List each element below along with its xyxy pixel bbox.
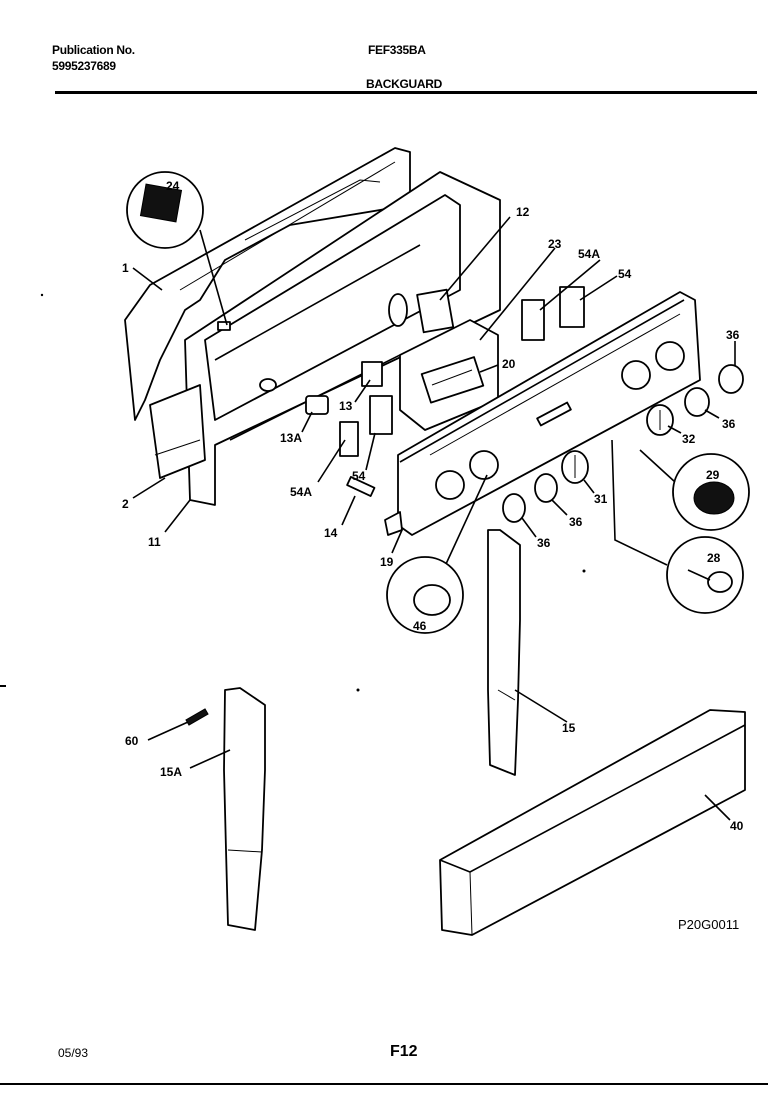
leader-lines [132, 216, 736, 821]
screw-60-part [185, 708, 209, 726]
callout-29: 29 [706, 468, 720, 482]
publication-label: Publication No. [52, 43, 135, 57]
side-bracket-part [149, 384, 206, 479]
right-margin [757, 0, 768, 1098]
switch-54-part [369, 286, 585, 435]
trim-40-part [439, 709, 746, 936]
knob-32-part [646, 404, 674, 436]
callout-54-low: 54 [352, 469, 366, 483]
switch-13-part [361, 361, 383, 387]
detail-46-knob [386, 474, 488, 634]
callout-36-low2: 36 [537, 536, 551, 550]
bottom-border [0, 1083, 768, 1085]
callout-54a-top: 54A [578, 247, 600, 261]
switch-13a-part [305, 395, 329, 415]
callout-24: 24 [166, 179, 180, 193]
callout-46: 46 [413, 619, 427, 633]
callout-54-top: 54 [618, 267, 632, 281]
detail-29-knob [639, 449, 750, 531]
footer-page: F12 [390, 1043, 418, 1060]
callout-23: 23 [548, 237, 562, 251]
callout-13: 13 [339, 399, 353, 413]
left-tick [0, 685, 6, 687]
callout-31: 31 [594, 492, 608, 506]
callout-54a-low: 54A [290, 485, 312, 499]
rear-panel-part [124, 147, 411, 421]
callout-32: 32 [682, 432, 696, 446]
callout-60: 60 [125, 734, 139, 748]
callout-20: 20 [502, 357, 516, 371]
knob-36-parts [502, 364, 744, 523]
callout-36-mid: 36 [722, 417, 736, 431]
callout-40: 40 [730, 819, 744, 833]
section-title: BACKGUARD [366, 77, 442, 91]
knob-31-part [561, 450, 589, 484]
callout-15: 15 [562, 721, 576, 735]
callout-28: 28 [707, 551, 721, 565]
callout-36-low1: 36 [569, 515, 583, 529]
control-panel-part [384, 291, 701, 536]
bracket-15-part [487, 529, 521, 776]
backguard-frame-part [184, 171, 501, 506]
callout-2: 2 [122, 497, 129, 511]
callout-11: 11 [148, 535, 161, 549]
callout-12: 12 [516, 205, 530, 219]
bracket-15a-part [223, 687, 266, 931]
callout-15a: 15A [160, 765, 182, 779]
callout-19: 19 [380, 555, 394, 569]
wire-harness-part [388, 288, 455, 334]
callout-13a: 13A [280, 431, 302, 445]
callout-14: 14 [324, 526, 338, 540]
footer-date: 05/93 [58, 1046, 89, 1060]
lamp-holder-14-part [346, 475, 376, 497]
detail-24-rocker-switch [126, 171, 228, 326]
model-number: FEF335BA [368, 43, 426, 57]
publication-number: 5995237689 [52, 59, 116, 73]
header-rule [55, 91, 768, 94]
callout-36-right: 36 [726, 328, 740, 342]
callout-1: 1 [122, 261, 129, 275]
detail-28-knob [611, 439, 744, 614]
drawing-code: P20G0011 [678, 917, 739, 932]
terminal-54a-part [339, 421, 359, 457]
